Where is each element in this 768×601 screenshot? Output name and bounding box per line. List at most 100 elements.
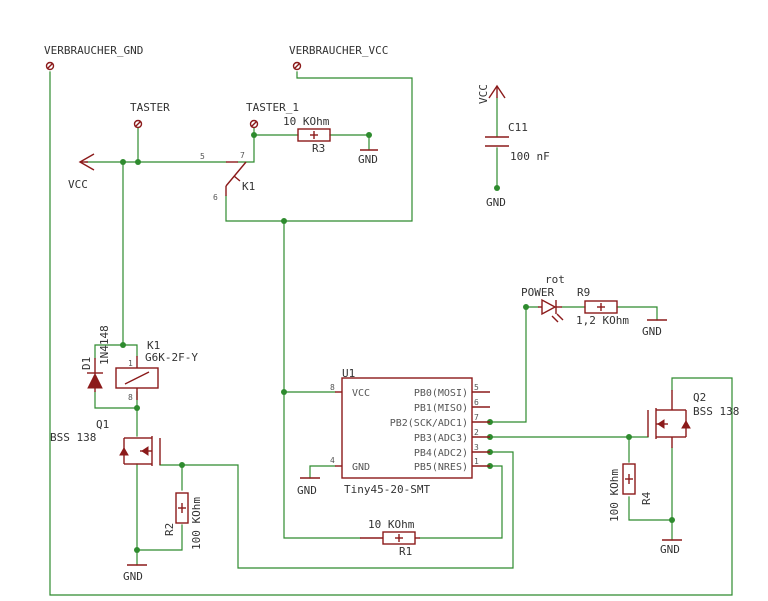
label-vcc-left: VCC [68,178,88,191]
wire-pb2-led [489,306,539,423]
resistor-r2: R2 100 KOhm [163,492,203,550]
resistor-r9: R9 1,2 KOhm [576,286,629,327]
label-gnd-q1: GND [123,570,143,583]
k1-coil-pin-1: 1 [128,359,133,368]
resistor-r1: 10 KOhm R1 [360,518,420,558]
relay-coil-k1: 1 8 K1 G6K-2F-Y [115,339,198,402]
wire-u1-gnd [309,465,336,479]
resistor-r3: 10 KOhm R3 [283,115,331,155]
wire-r4-gnd [628,496,673,521]
r1-value: 10 KOhm [368,518,415,531]
u1-pin-num: 4 [330,456,335,465]
led-color: rot [545,273,565,286]
k1-switch-name: K1 [242,180,255,193]
u1-pin-label: PB5(NRES) [414,462,468,473]
label-gnd-c11: GND [486,196,506,209]
diode-d1: D1 1N4148 [80,325,111,392]
u1-pin-num: 2 [474,428,479,437]
wire-r3-gnd [329,134,370,151]
junction [134,405,140,411]
ic-u1: U1 Tiny45-20-SMT 8 4 VCC GND 5 6 7 2 3 1… [330,367,490,496]
r4-value: 100 KOhm [608,469,621,522]
u1-pin-num: 3 [474,443,479,452]
gnd-symbol-r3: GND [358,149,378,166]
connector-taster-1: TASTER_1 [246,101,299,129]
wire-verbraucher-gnd [49,71,733,596]
wires [49,71,733,596]
u1-value: Tiny45-20-SMT [344,483,430,496]
label-taster-1: TASTER_1 [246,101,299,114]
u1-name: U1 [342,367,355,380]
wire-vcc-u1 [283,220,336,393]
label-taster: TASTER [130,101,170,114]
connector-verbraucher-gnd: VERBRAUCHER_GND [44,44,143,71]
capacitor-c11: VCC C11 100 nF GND [477,84,550,209]
junction [134,547,140,553]
gnd-symbol-q1: GND [123,564,147,583]
vcc-symbol-left: VCC [68,153,95,191]
junction [120,342,126,348]
junction [626,434,632,440]
relay-switch-k1: 5 7 6 K1 [200,151,255,202]
r9-value: 1,2 KOhm [576,314,629,327]
q1-value: BSS 138 [50,431,96,444]
q2-name: Q2 [693,391,706,404]
wire-diode-top [94,344,124,359]
wire-taster1 [237,127,255,163]
c11-name: C11 [508,121,528,134]
label-gnd-u1: GND [297,484,317,497]
k1-coil-name: K1 [147,339,160,352]
k1-coil-pin-8: 8 [128,393,133,402]
connector-verbraucher-vcc: VERBRAUCHER_VCC [289,44,388,71]
junction [251,132,257,138]
r3-value: 10 KOhm [283,115,330,128]
r9-name: R9 [577,286,590,299]
u1-pin-num: 6 [474,398,479,407]
k1-coil-value: G6K-2F-Y [145,351,198,364]
r3-name: R3 [312,142,325,155]
junction [669,517,675,523]
label-verbraucher-vcc: VERBRAUCHER_VCC [289,44,388,57]
u1-pin-label: PB2(SCK/ADC1) [390,418,468,429]
wire-r9-gnd [616,306,658,321]
led-name: POWER [521,286,554,299]
wire-r1-left [283,391,361,539]
d1-value: 1N4148 [98,325,111,365]
led-power: rot POWER [521,273,565,323]
u1-pin-label: PB4(ADC2) [414,448,468,459]
c11-value: 100 nF [510,150,550,163]
wire-vcc-relay [122,161,138,357]
k1-pin-7: 7 [240,151,245,160]
u1-pin-label: VCC [352,388,370,399]
gnd-symbol-q2: GND [660,539,682,556]
transistor-q1: Q1 BSS 138 [50,418,161,466]
r2-value: 100 KOhm [190,497,203,550]
u1-pin-num: 1 [474,457,479,466]
label-vcc-cap: VCC [477,84,490,104]
label-verbraucher-gnd: VERBRAUCHER_GND [44,44,143,57]
r2-name: R2 [163,523,176,536]
r1-name: R1 [399,545,412,558]
junction [494,185,500,191]
wire-r1-right [419,465,503,539]
k1-pin-6: 6 [213,193,218,202]
u1-pin-label: PB3(ADC3) [414,433,468,444]
u1-pin-label: PB1(MISO) [414,403,468,414]
junctions [120,132,675,553]
connector-taster: TASTER [130,101,170,129]
junction [281,389,287,395]
gnd-symbol-u1: GND [297,477,320,497]
k1-pin-5: 5 [200,152,205,161]
label-gnd-q2: GND [660,543,680,556]
u1-pin-num: 5 [474,383,479,392]
resistor-r4: 100 KOhm R4 [608,463,653,522]
label-gnd-r3: GND [358,153,378,166]
q1-name: Q1 [96,418,109,431]
q2-value: BSS 138 [693,405,739,418]
junction [179,462,185,468]
junction [281,218,287,224]
transistor-q2: Q2 BSS 138 [647,390,739,448]
wire-q1-gate [159,451,514,569]
junction [135,159,141,165]
junction [366,132,372,138]
